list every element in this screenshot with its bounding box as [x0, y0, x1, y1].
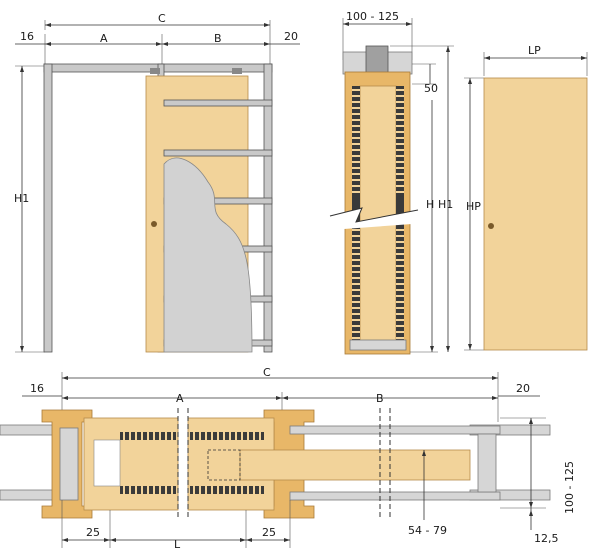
plan-dim-C: C [263, 366, 271, 379]
section-view: 100 - 125 50 H H1 [329, 10, 454, 355]
plan-dim-width: 100 - 125 [563, 461, 576, 514]
door-dim-HP: HP [466, 200, 481, 213]
front-dim-A: A [100, 32, 108, 45]
plan-view: C 16 20 A B [0, 366, 576, 551]
door-view: LP HP [464, 44, 588, 351]
front-dim-20: 20 [284, 30, 298, 43]
door-dim-LP: LP [528, 44, 541, 57]
front-view: C A B 16 20 H1 [14, 12, 300, 353]
section-dim-50: 50 [424, 82, 438, 95]
plan-dim-12-5: 12,5 [534, 532, 559, 545]
plan-dim-25-left: 25 [86, 526, 100, 539]
plan-dim-thickness: 54 - 79 [408, 524, 447, 537]
plan-dim-L: L [174, 538, 181, 551]
plan-dim-16: 16 [30, 382, 44, 395]
plan-ribs [120, 432, 264, 494]
front-dim-B: B [214, 32, 222, 45]
plan-dim-A: A [176, 392, 184, 405]
section-dim-width: 100 - 125 [346, 10, 399, 23]
plan-dim-20: 20 [516, 382, 530, 395]
section-dim-H1: H1 [438, 198, 453, 211]
plan-dim-25-right: 25 [262, 526, 276, 539]
section-dim-H: H [426, 198, 434, 211]
front-dim-16: 16 [20, 30, 34, 43]
front-dim-C: C [158, 12, 166, 25]
front-dim-H1: H1 [14, 192, 29, 205]
plan-dim-B: B [376, 392, 384, 405]
